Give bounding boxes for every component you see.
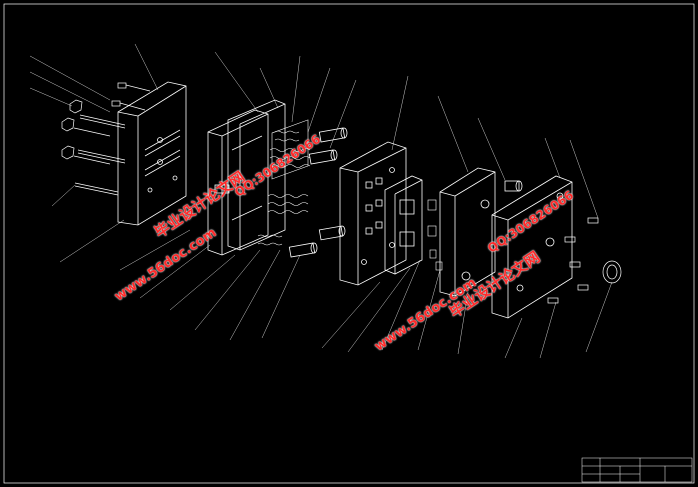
die-insert-plate <box>384 175 423 275</box>
top-clamp-plate <box>117 81 187 226</box>
title-block <box>581 457 693 483</box>
stripper-plate <box>207 109 269 256</box>
screws-left <box>61 82 151 196</box>
leader-lines <box>29 43 613 359</box>
bottom-die-holder <box>439 167 523 297</box>
guide-pins <box>214 127 348 258</box>
screws-right <box>547 217 622 304</box>
drawing-border <box>3 3 695 484</box>
small-parts <box>427 199 443 271</box>
die-plate <box>339 141 407 286</box>
punch-cluster <box>257 119 311 246</box>
lower-base-plate <box>491 175 573 319</box>
